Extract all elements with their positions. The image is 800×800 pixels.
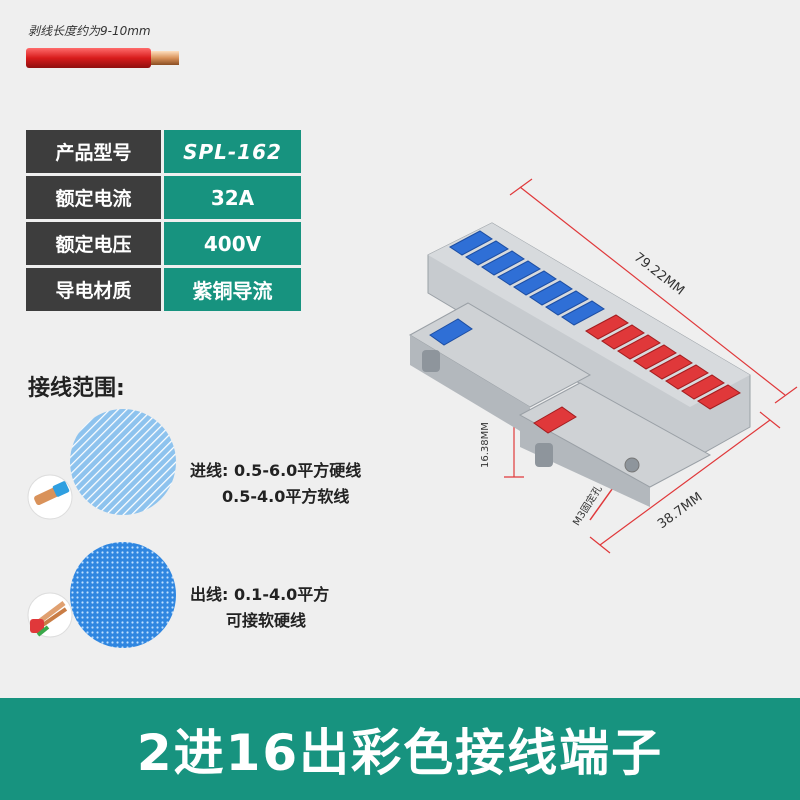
spec-table: 产品型号 SPL-162 额定电流 32A 额定电压 400V 导电材质 紫铜导… — [26, 130, 301, 314]
spec-row-voltage: 额定电压 400V — [26, 222, 301, 265]
spec-row-current: 额定电流 32A — [26, 176, 301, 219]
spec-value: 紫铜导流 — [164, 268, 301, 311]
input-wire-line-1: 进线: 0.5-6.0平方硬线 — [190, 461, 362, 480]
wire-cross-section-illustrations — [27, 409, 176, 648]
dimension-height: 16.38MM — [480, 422, 491, 468]
footer-title: 2进16出彩色接线端子 — [136, 724, 664, 782]
spec-row-model: 产品型号 SPL-162 — [26, 130, 301, 173]
output-wire-line-2: 可接软硬线 — [226, 611, 307, 630]
input-wire-spec: 进线: 0.5-6.0平方硬线 0.5-4.0平方软线 — [190, 458, 361, 510]
stripped-wire-illustration — [26, 48, 179, 68]
spec-key: 导电材质 — [26, 268, 161, 311]
strip-length-label: 剥线长度约为9-10mm — [28, 24, 151, 38]
spec-row-material: 导电材质 紫铜导流 — [26, 268, 301, 311]
output-wire-spec: 出线: 0.1-4.0平方 可接软硬线 — [190, 582, 329, 634]
spec-value: 32A — [164, 176, 301, 219]
wiring-range-title: 接线范围: — [28, 376, 125, 401]
output-wire-line-1: 出线: 0.1-4.0平方 — [190, 585, 330, 604]
spec-value: SPL-162 — [164, 130, 301, 173]
terminal-block-illustration — [408, 178, 798, 554]
spec-key: 产品型号 — [26, 130, 161, 173]
input-wire-line-2: 0.5-4.0平方软线 — [222, 487, 350, 506]
spec-value: 400V — [164, 222, 301, 265]
footer-banner — [0, 698, 800, 800]
spec-key: 额定电压 — [26, 222, 161, 265]
spec-key: 额定电流 — [26, 176, 161, 219]
